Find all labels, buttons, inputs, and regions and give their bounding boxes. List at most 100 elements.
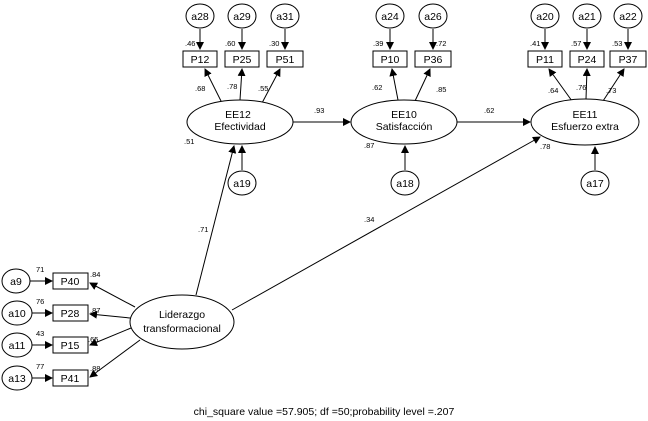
latent-ee11: [530, 98, 640, 146]
loading-arrow-P28: [89, 310, 131, 319]
loading-P11: .64: [548, 86, 558, 95]
path-ee10-ee11: .62: [484, 106, 494, 115]
indicator-P15: [52, 336, 89, 354]
loading-P12: .68: [195, 84, 205, 93]
loading-arrow-P15: [89, 327, 132, 347]
latent-ee10-name: Satisfacción: [376, 121, 433, 133]
latent-ee12-code: EE12: [225, 109, 251, 121]
latent-lt-line1: Liderazgo: [159, 309, 205, 321]
error-label-a24: a24: [381, 11, 399, 23]
loading-P10: .62: [372, 83, 382, 92]
r2-P41: 77: [36, 362, 44, 371]
error-a31: [270, 3, 300, 29]
r2-P10: .39: [373, 39, 383, 48]
loading-P41: .88: [90, 364, 100, 373]
error-label-a20: a20: [536, 11, 554, 23]
error-group-top: [196, 29, 632, 50]
latent-lt-line2: transformacional: [143, 323, 221, 335]
path-ee12-ee10: .93: [314, 106, 324, 115]
indicator-P51: [266, 50, 304, 68]
r2-P24: .57: [571, 39, 581, 48]
error-label-a18: a18: [396, 178, 414, 190]
error-label-a9: a9: [10, 276, 22, 288]
loading-arrow-P41: [89, 339, 141, 378]
loading-P15: .65: [88, 335, 98, 344]
error-label-a29: a29: [233, 11, 251, 23]
error-a9: [1, 268, 31, 294]
error-a13: [1, 365, 33, 391]
indicator-P11: [527, 50, 563, 68]
r2-P40: 71: [36, 265, 44, 274]
error-a24: [375, 3, 405, 29]
indicator-label-P11: P11: [536, 54, 554, 66]
indicator-P12: [182, 50, 218, 68]
indicator-label-P37: P37: [619, 54, 638, 66]
error-label-a13: a13: [8, 373, 26, 385]
indicator-label-P41: P41: [61, 373, 80, 385]
latent-lt: [129, 294, 235, 350]
loading-arrow-P51: [261, 68, 281, 104]
indicator-label-P25: P25: [233, 54, 252, 66]
loading-arrow-P24: [582, 68, 591, 100]
latent-ee11-code: EE11: [573, 109, 598, 121]
error-a11: [1, 332, 33, 358]
indicator-label-P15: P15: [61, 340, 80, 352]
latent-ee12-name: Efectividad: [214, 121, 266, 133]
error-a22: [613, 3, 643, 29]
error-label-a10: a10: [8, 308, 26, 320]
path-arrow-lt-ee11: [231, 136, 541, 311]
fit-statistics: chi_square value =57.905; df =50;probabi…: [194, 406, 455, 418]
loading-P28: .87: [90, 306, 100, 315]
indicator-P25: [224, 50, 260, 68]
error-a26: [418, 3, 448, 29]
error-a29: [227, 3, 257, 29]
error-label-a31: a31: [276, 11, 294, 23]
r2-ee10: .87: [364, 141, 374, 150]
loading-P24: .76: [576, 83, 586, 92]
error-label-a17: a17: [586, 178, 604, 190]
r2-P28: 76: [36, 297, 44, 306]
loading-arrow-P12: [204, 68, 223, 104]
loading-arrow-P10: [389, 68, 399, 101]
indicator-P24: [569, 50, 605, 68]
error-label-a28: a28: [191, 11, 209, 23]
latent-ee10-code: EE10: [391, 109, 417, 121]
error-label-a19: a19: [233, 178, 251, 190]
loading-P25: .78: [227, 82, 237, 91]
loading-P51: .55: [258, 84, 268, 93]
loading-P40: .84: [90, 270, 100, 279]
r2-P25: .60: [225, 39, 235, 48]
loading-arrow-P37: [602, 68, 625, 102]
error-a21: [572, 3, 602, 29]
r2-P51: .30: [269, 39, 279, 48]
error-label-a22: a22: [619, 11, 637, 23]
indicator-label-P28: P28: [61, 308, 80, 320]
indicator-P36: [414, 50, 452, 68]
error-label-a26: a26: [424, 11, 442, 23]
error-a17: [580, 170, 610, 196]
error-a10: [1, 300, 33, 326]
indicator-P10: [372, 50, 408, 68]
loading-arrow-P25: [237, 68, 246, 101]
error-a20: [530, 3, 560, 29]
indicator-label-P40: P40: [61, 276, 80, 288]
indicator-P41: [52, 369, 89, 387]
indicator-P28: [52, 304, 89, 322]
path-arrow-lt-ee12: [195, 145, 237, 296]
loading-arrow-P40: [89, 282, 136, 308]
loading-arrow-P36: [414, 68, 431, 102]
indicator-label-P12: P12: [191, 54, 210, 66]
error-a18: [390, 170, 420, 196]
indicator-P40: [52, 272, 89, 290]
error-a28: [185, 3, 215, 29]
latent-ee11-name: Esfuerzo extra: [551, 121, 619, 133]
path-lt-ee12: .71: [198, 225, 208, 234]
r2-P15: 43: [36, 329, 44, 338]
r2-P37: .53: [612, 39, 622, 48]
r2-P12: .46: [185, 39, 195, 48]
indicator-P37: [609, 50, 647, 68]
error-label-a11: a11: [9, 340, 26, 352]
loading-P37: .73: [606, 86, 616, 95]
error-label-a21: a21: [578, 11, 596, 23]
